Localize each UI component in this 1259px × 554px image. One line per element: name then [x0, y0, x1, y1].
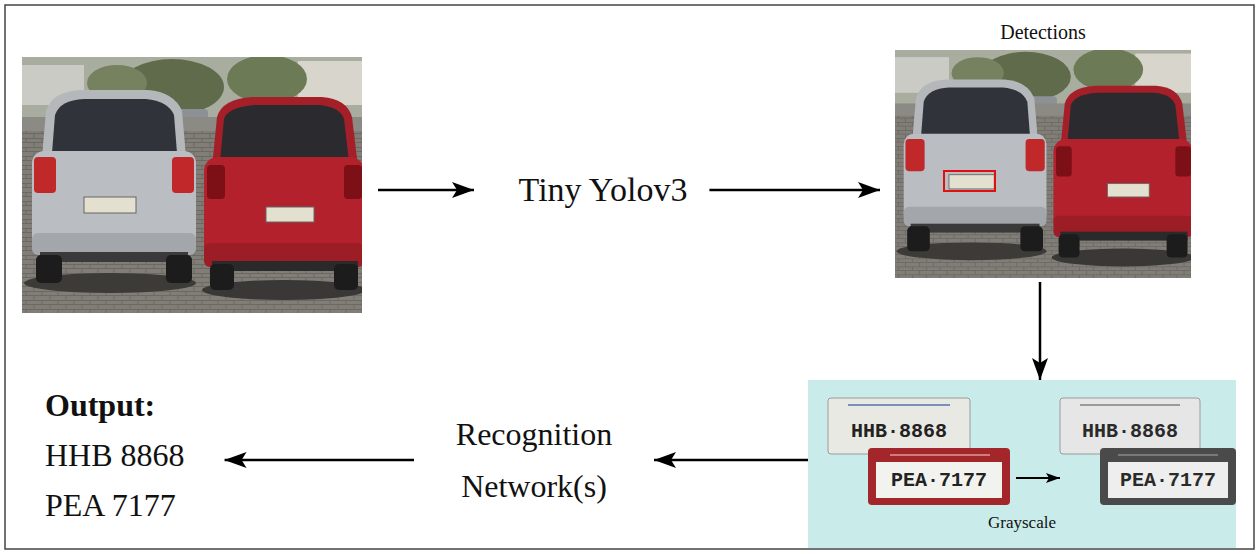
input-arrow [378, 189, 474, 192]
plate-text: PEA·7177 [1120, 470, 1216, 492]
flow-arrow [709, 189, 880, 192]
flow-arrow [1039, 282, 1042, 380]
detection-photo [895, 48, 1194, 278]
plate-crops [828, 398, 970, 454]
node-body-text: HHB 8868 [45, 430, 185, 480]
plate-text: HHB·8868 [851, 421, 947, 443]
plate-crops [876, 462, 1002, 498]
plate-crops [848, 404, 950, 406]
input-photo [22, 55, 366, 313]
plate-crops [1100, 448, 1236, 505]
frame [5, 5, 1254, 549]
image-panel: Detections [880, 14, 1206, 282]
output-box: Output:HHB 8868PEA 7177 [45, 380, 225, 530]
input-photo [22, 55, 366, 313]
node-text: Tiny Yolov3 [519, 168, 688, 212]
stage-label: Tiny Yolov3 [497, 166, 710, 214]
plate-crops [1108, 462, 1228, 498]
plate-crops [868, 448, 1010, 505]
detection-box [944, 171, 995, 191]
input-photo [22, 55, 366, 313]
flow-arrow [654, 459, 808, 462]
flow-arrow [225, 459, 414, 462]
grayscale-panel-ground [808, 380, 1236, 548]
detection-photo [895, 48, 1194, 278]
network-label: Recognition Network(s) [414, 408, 654, 512]
grayscale-arrow [1016, 477, 1060, 479]
node-text: Output: [45, 380, 185, 430]
node-text: Detections [1000, 20, 1086, 44]
plate-crops [1060, 398, 1200, 454]
plate-crops [1080, 404, 1180, 406]
node-text: Recognition Network(s) [434, 408, 634, 512]
plate-text: HHB·8868 [1082, 421, 1178, 443]
plate-crops [890, 454, 990, 456]
grayscale-panel: Grayscale [808, 380, 1236, 548]
plate-text: PEA·7177 [891, 470, 987, 492]
plate-crops [1118, 454, 1218, 456]
detection-photo [895, 48, 1194, 278]
plate-crops [828, 398, 1236, 505]
node-text: Grayscale [988, 512, 1056, 534]
node-body-text: PEA 7177 [45, 480, 185, 530]
